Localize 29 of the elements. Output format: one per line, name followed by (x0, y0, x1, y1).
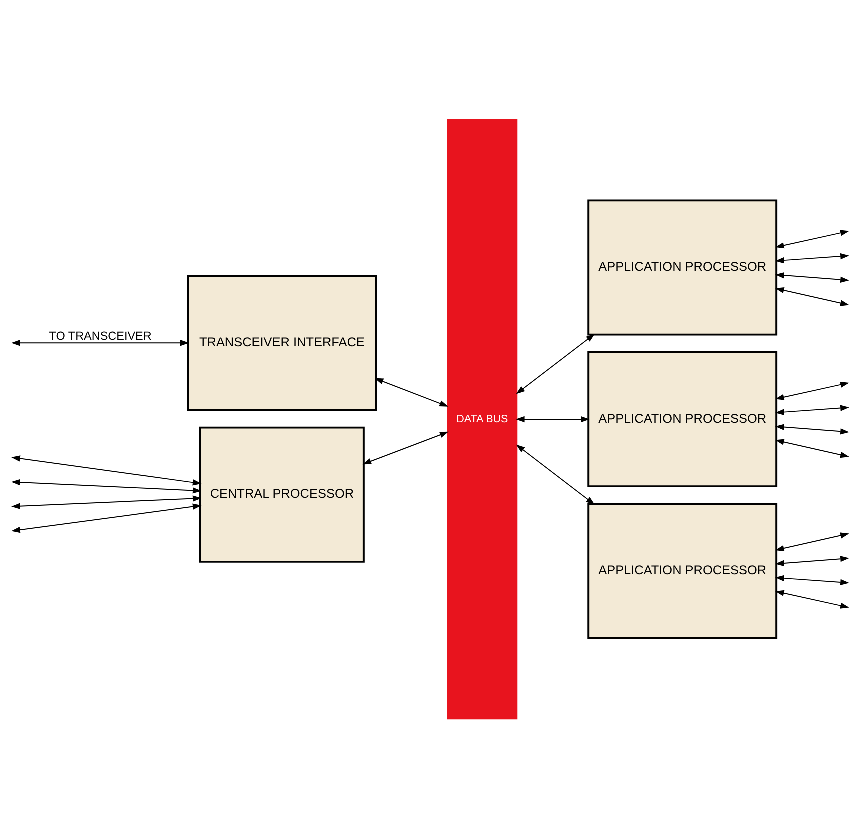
arrow (374, 378, 449, 407)
edge-label: TO TRANSCEIVER (49, 330, 152, 343)
arrow (775, 405, 850, 416)
node-box: APPLICATION PROCESSOR (588, 503, 778, 640)
arrow (12, 496, 202, 510)
arrow (775, 439, 850, 458)
arrow (775, 424, 850, 435)
arrow (775, 532, 850, 552)
arrow (775, 272, 850, 283)
node-box: DATA BUS (447, 119, 518, 720)
arrow (12, 479, 202, 494)
arrow (775, 230, 850, 249)
arrow (12, 340, 190, 346)
arrow (516, 416, 590, 423)
node-box: APPLICATION PROCESSOR (588, 351, 778, 488)
node-box: APPLICATION PROCESSOR (588, 200, 778, 336)
arrow (775, 590, 850, 609)
arrow (516, 444, 596, 505)
arrow (775, 575, 850, 586)
arrow (775, 253, 850, 264)
arrow (362, 432, 449, 465)
arrow (775, 382, 850, 400)
node-box: TRANSCEIVER INTERFACE (187, 275, 378, 412)
node-box: CENTRAL PROCESSOR (199, 426, 365, 563)
arrow (12, 456, 202, 486)
arrow (516, 334, 596, 394)
arrow (12, 504, 202, 534)
arrow (775, 556, 850, 567)
arrow (775, 287, 850, 306)
